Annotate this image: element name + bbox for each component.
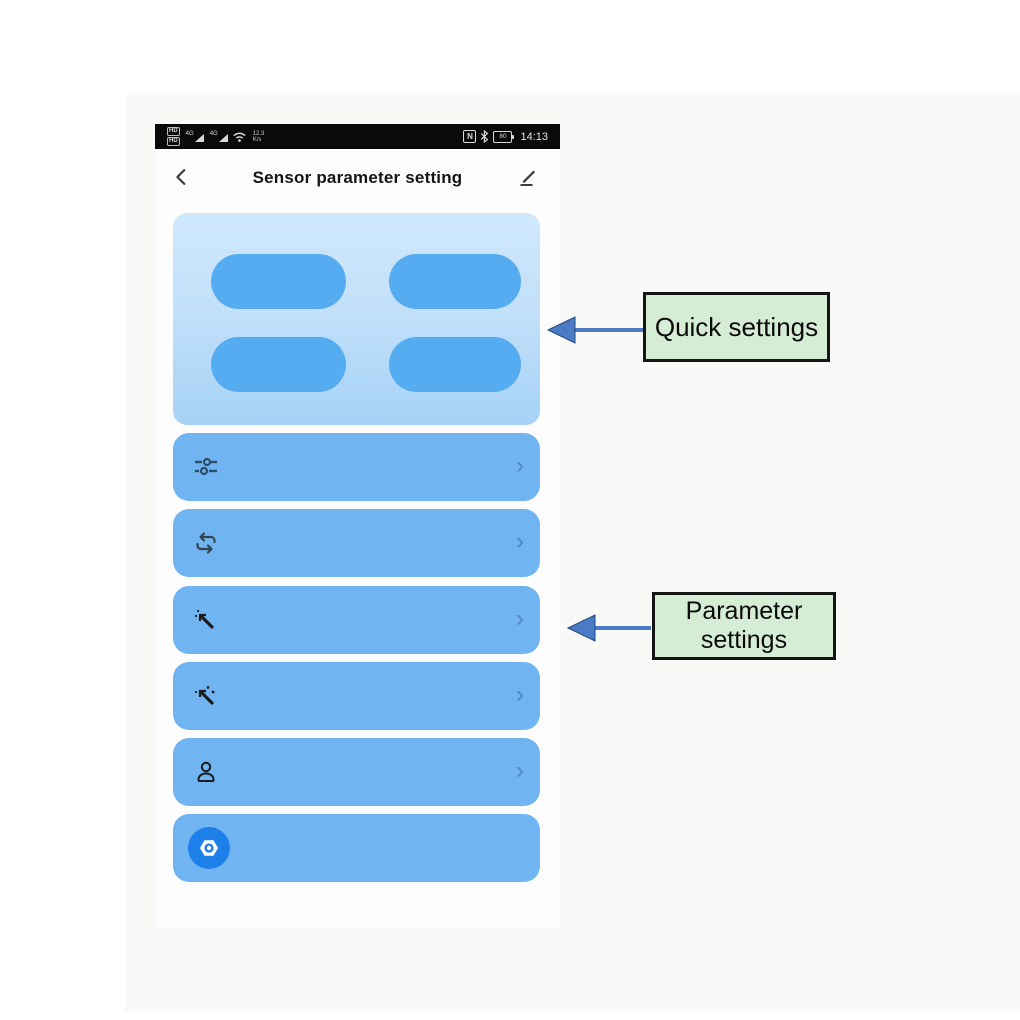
- quick-toggle-pill-2[interactable]: [389, 254, 521, 309]
- status-time: 14:13: [520, 130, 548, 143]
- settings-row-2[interactable]: ›: [173, 509, 540, 577]
- network-speed: 12.3 K/s: [252, 130, 265, 143]
- gear-circle-icon: [188, 827, 230, 869]
- phone-screenshot: HD HD 4G 4G 12.3 K/s N: [155, 124, 560, 928]
- repeat-icon: [196, 532, 216, 554]
- volte-hd-icon: HD: [167, 127, 180, 136]
- callout-quick-settings-label: Quick settings: [654, 311, 819, 342]
- signal-icon: 4G: [186, 131, 204, 142]
- status-bar-right: N 80 14:13: [463, 130, 548, 143]
- settings-row-5[interactable]: ›: [173, 738, 540, 806]
- chevron-right-icon: ›: [516, 757, 524, 785]
- quick-toggle-pill-3[interactable]: [211, 337, 346, 392]
- diagonal-arrow-dots-icon: [195, 686, 215, 705]
- chevron-right-icon: ›: [516, 452, 524, 480]
- signal-icon: 4G: [210, 131, 228, 142]
- quick-toggle-pill-1[interactable]: [211, 254, 346, 309]
- battery-icon: 80: [493, 130, 515, 143]
- volte-hd-icon: HD: [167, 137, 180, 146]
- settings-row-4[interactable]: ›: [173, 662, 540, 730]
- nfc-icon: N: [463, 130, 477, 143]
- callout-parameter-settings: Parameter settings: [652, 592, 836, 660]
- chevron-right-icon: ›: [516, 681, 524, 709]
- volte-badges: HD HD: [167, 127, 180, 146]
- quick-settings-panel: [173, 213, 540, 425]
- back-arrow-icon[interactable]: [171, 166, 193, 188]
- callout-parameter-label-line2: settings: [700, 626, 788, 654]
- status-bar-left: HD HD 4G 4G 12.3 K/s: [167, 127, 264, 146]
- settings-row-3[interactable]: ›: [173, 586, 540, 654]
- chevron-right-icon: ›: [516, 528, 524, 556]
- settings-row-1[interactable]: ›: [173, 433, 540, 501]
- chevron-right-icon: ›: [516, 605, 524, 633]
- callout-parameter-label-line1: Parameter: [685, 597, 803, 626]
- bluetooth-icon: [481, 130, 489, 143]
- settings-row-6[interactable]: [173, 814, 540, 882]
- status-bar: HD HD 4G 4G 12.3 K/s N: [155, 124, 560, 149]
- page-title: Sensor parameter setting: [252, 168, 463, 187]
- callout-quick-settings: Quick settings: [643, 292, 830, 362]
- sliders-icon: [195, 457, 217, 476]
- person-icon: [197, 761, 215, 782]
- quick-toggle-pill-4[interactable]: [389, 337, 521, 392]
- wifi-icon: [233, 132, 246, 142]
- app-header: Sensor parameter setting: [155, 149, 560, 207]
- diagonal-arrow-icon: [195, 610, 214, 629]
- edit-pencil-icon[interactable]: [516, 165, 540, 189]
